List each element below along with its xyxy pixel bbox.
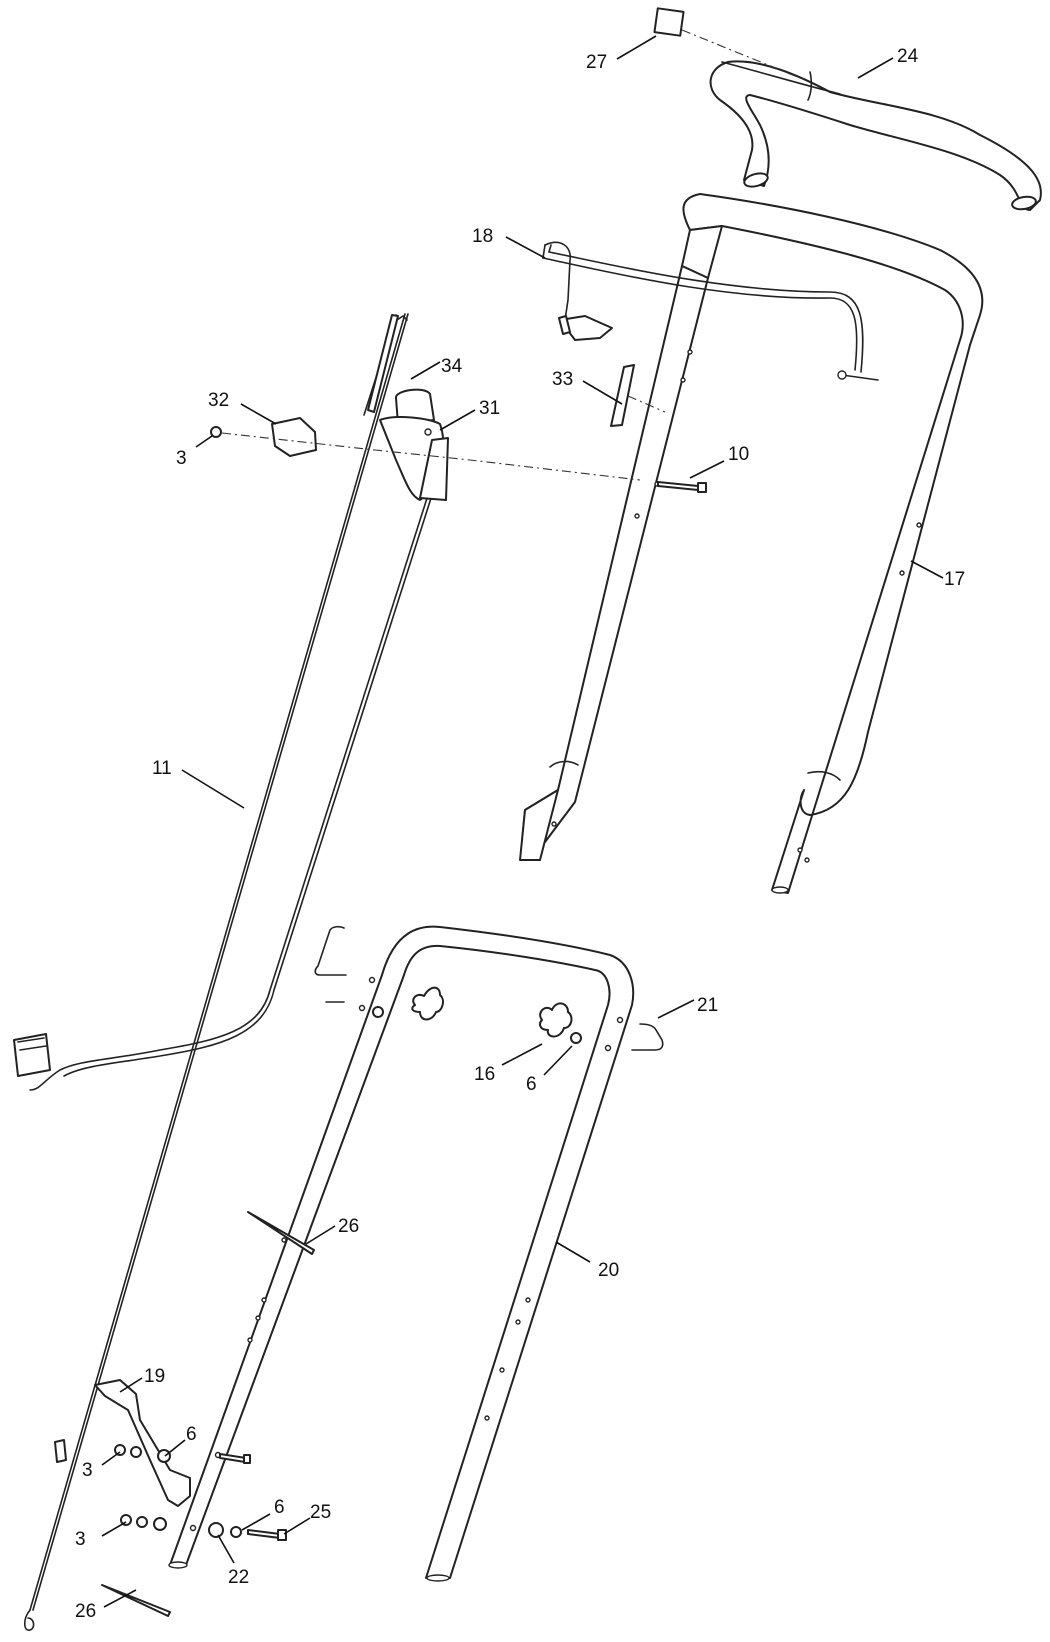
cable-clip bbox=[271, 417, 317, 457]
knob-right bbox=[539, 1002, 573, 1038]
assembly-line bbox=[221, 432, 641, 481]
callout-34: 34 bbox=[441, 356, 463, 377]
leader-3b bbox=[101, 1451, 121, 1466]
lower-handle bbox=[168, 925, 635, 1582]
nut bbox=[210, 426, 222, 438]
control-cable bbox=[13, 313, 441, 1631]
leader-6c bbox=[241, 1513, 271, 1531]
callout-19: 19 bbox=[144, 1366, 165, 1387]
leader-27 bbox=[616, 35, 657, 60]
callout-27: 27 bbox=[586, 52, 607, 73]
leader-10 bbox=[689, 460, 725, 479]
leader-34 bbox=[410, 361, 441, 380]
sleeve-tube bbox=[610, 364, 635, 427]
leader-3a bbox=[195, 435, 213, 448]
callout-26-upper: 26 bbox=[338, 1216, 359, 1237]
leader-25 bbox=[283, 1517, 311, 1535]
callout-11: 11 bbox=[152, 758, 172, 779]
leader-31 bbox=[439, 409, 476, 431]
leader-26b bbox=[103, 1589, 137, 1608]
callout-33: 33 bbox=[552, 369, 573, 390]
callout-3-middle: 3 bbox=[82, 1460, 93, 1481]
leader-3c bbox=[101, 1521, 127, 1537]
callout-16: 16 bbox=[474, 1064, 495, 1085]
leader-26a bbox=[305, 1225, 336, 1245]
bolt-head bbox=[697, 482, 707, 493]
operator-bail bbox=[542, 241, 879, 381]
callout-22: 22 bbox=[228, 1567, 249, 1588]
leader-33 bbox=[582, 380, 623, 405]
bracket-right bbox=[631, 1023, 664, 1051]
control-housing bbox=[379, 388, 449, 501]
assembly-line bbox=[627, 395, 666, 413]
callout-3-upper: 3 bbox=[176, 448, 187, 469]
leader-19 bbox=[119, 1377, 143, 1393]
callout-6-upper: 6 bbox=[526, 1074, 537, 1095]
leader-32 bbox=[240, 403, 277, 425]
leader-20 bbox=[555, 1241, 591, 1263]
knob-left bbox=[411, 986, 444, 1021]
callout-17: 17 bbox=[944, 569, 965, 590]
leader-16 bbox=[501, 1043, 543, 1066]
leader-21 bbox=[657, 999, 695, 1019]
callout-10: 10 bbox=[728, 444, 749, 465]
assembly-line bbox=[681, 29, 801, 79]
callout-3-lower: 3 bbox=[75, 1529, 86, 1550]
cable-bracket bbox=[94, 1379, 191, 1507]
hardware-stack bbox=[114, 1444, 287, 1541]
leader-6b bbox=[164, 1439, 186, 1457]
leader-17 bbox=[910, 560, 944, 579]
bracket-left bbox=[314, 925, 347, 976]
leader-24 bbox=[857, 57, 894, 79]
callout-20: 20 bbox=[598, 1260, 619, 1281]
callout-6-middle: 6 bbox=[186, 1424, 197, 1445]
callout-26-lower: 26 bbox=[75, 1601, 96, 1622]
callout-32: 32 bbox=[208, 390, 229, 411]
callout-6-lower: 6 bbox=[274, 1497, 285, 1518]
callout-21: 21 bbox=[697, 995, 718, 1016]
leader-22 bbox=[217, 1534, 235, 1564]
callout-25: 25 bbox=[310, 1502, 331, 1523]
handle-grip bbox=[709, 60, 1042, 211]
callout-24: 24 bbox=[897, 46, 919, 67]
leader-18 bbox=[505, 236, 546, 259]
callout-18: 18 bbox=[472, 226, 493, 247]
pin-lower bbox=[101, 1584, 171, 1617]
decal-label bbox=[653, 7, 685, 37]
bolt bbox=[657, 481, 699, 491]
leader-11 bbox=[181, 769, 245, 809]
upper-handle bbox=[519, 193, 984, 894]
leader-6a bbox=[543, 1045, 573, 1076]
pin-upper bbox=[247, 1211, 315, 1255]
callout-31: 31 bbox=[479, 398, 500, 419]
